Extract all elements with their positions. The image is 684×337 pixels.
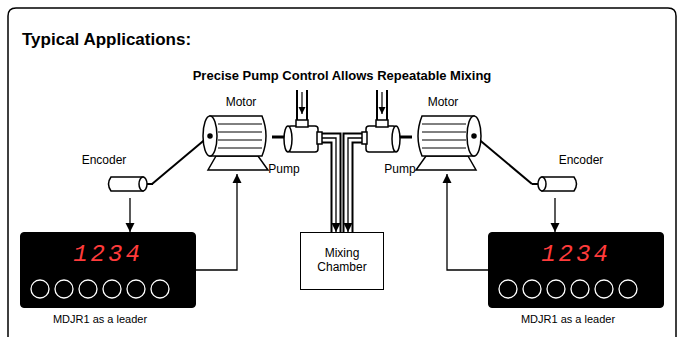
encoder-part: Encoder — [105, 170, 155, 198]
signal-arrow — [196, 174, 237, 270]
part-label: Motor — [204, 95, 278, 109]
key-button — [127, 280, 145, 298]
part-label: Motor — [406, 95, 480, 109]
motor-rib — [422, 124, 466, 125]
key-button — [151, 280, 169, 298]
signal-arrow — [348, 138, 362, 232]
key-button — [55, 280, 73, 298]
pump-drawing — [284, 120, 322, 152]
key-button — [547, 280, 565, 298]
motor-symbol — [410, 112, 484, 174]
outlet-pipe — [316, 138, 336, 232]
display-drawing — [499, 280, 637, 298]
key-button — [595, 280, 613, 298]
flow-arrow — [301, 92, 302, 114]
pump-part: Pump — [362, 118, 402, 158]
signal-arrow — [129, 198, 130, 232]
motor-part: Motor — [410, 112, 484, 174]
motor-rib — [218, 148, 262, 149]
key-button — [79, 280, 97, 298]
display-part: 1234MDJR1 as a leader — [20, 232, 196, 308]
pump-face — [284, 126, 292, 152]
encoder-body — [542, 177, 577, 191]
box-text: Mixing Chamber — [305, 247, 379, 275]
signal-arrow — [554, 198, 555, 232]
motor-part: Motor — [200, 112, 274, 174]
inlet-pipe-bore — [378, 89, 386, 121]
motor-rib — [218, 124, 262, 125]
motor-shaft-end — [472, 134, 476, 138]
motor-rib — [218, 140, 262, 141]
readout-digits: 1234 — [21, 241, 195, 268]
motor-symbol — [200, 112, 274, 174]
motor-rib — [422, 132, 466, 133]
subtitle: Precise Pump Control Allows Repeatable M… — [0, 68, 684, 83]
pump-inlet — [296, 120, 308, 127]
readout-digits: 1234 — [489, 241, 663, 268]
inlet-pipe — [376, 90, 388, 120]
key-button — [523, 280, 541, 298]
device-caption: MDJR1 as a leader — [489, 313, 647, 325]
pump-face — [392, 126, 400, 152]
pipes — [302, 89, 382, 233]
encoder-face — [139, 177, 147, 191]
key-button — [103, 280, 121, 298]
pump-outlet — [317, 132, 322, 144]
key-button — [499, 280, 517, 298]
part-label: Pump — [380, 162, 420, 176]
pump-symbol — [362, 118, 402, 158]
inlet-pipe — [296, 90, 308, 120]
encoder-shaft — [147, 183, 153, 185]
motor-drawing — [416, 116, 481, 170]
motor-drawing — [203, 116, 268, 170]
key-button — [571, 280, 589, 298]
encoder-symbol — [530, 170, 580, 198]
encoder-part: Encoder — [530, 170, 580, 198]
display-part: 1234MDJR1 as a leader — [488, 232, 664, 308]
encoder-face — [538, 177, 546, 191]
encoder-symbol — [105, 170, 155, 198]
pump-drawing — [362, 120, 400, 152]
motor-face — [467, 116, 481, 156]
pump-part: Pump — [282, 118, 322, 158]
motor-rib — [422, 140, 466, 141]
outlet-pipe-bore — [348, 138, 368, 233]
part-label: Pump — [264, 162, 304, 176]
part-label: Encoder — [79, 153, 129, 167]
key-button — [619, 280, 637, 298]
signal-arrow — [322, 138, 336, 232]
heading: Typical Applications: — [22, 30, 191, 50]
encoder-drawing — [109, 177, 154, 191]
signal-arrow — [447, 174, 488, 270]
encoder-body — [109, 177, 144, 191]
motor-foot — [208, 156, 268, 170]
motor-body — [418, 116, 474, 156]
pump-inlet — [376, 120, 388, 127]
part-label: Encoder — [556, 153, 606, 167]
device-caption: MDJR1 as a leader — [21, 313, 179, 325]
motor-foot — [416, 156, 476, 170]
outlet-pipe-bore — [316, 138, 336, 233]
encoder-drawing — [532, 177, 577, 191]
inlet-pipe-bore — [298, 89, 306, 121]
motor-rib — [422, 148, 466, 149]
mixing-chamber-box: Mixing Chamber — [300, 232, 384, 290]
motor-face — [203, 116, 217, 156]
key-button — [31, 280, 49, 298]
motor-shaft-end — [208, 134, 212, 138]
motor-body — [210, 116, 266, 156]
pump-symbol — [282, 118, 322, 158]
panel-frame — [8, 8, 676, 337]
encoder-shaft — [152, 137, 208, 184]
encoder-shaft — [476, 137, 532, 184]
flow-arrow — [381, 92, 382, 114]
motor-rib — [218, 132, 262, 133]
display-drawing — [31, 280, 169, 298]
outlet-pipe — [348, 138, 368, 232]
encoder-shaft — [532, 183, 538, 185]
pump-outlet — [362, 132, 367, 144]
